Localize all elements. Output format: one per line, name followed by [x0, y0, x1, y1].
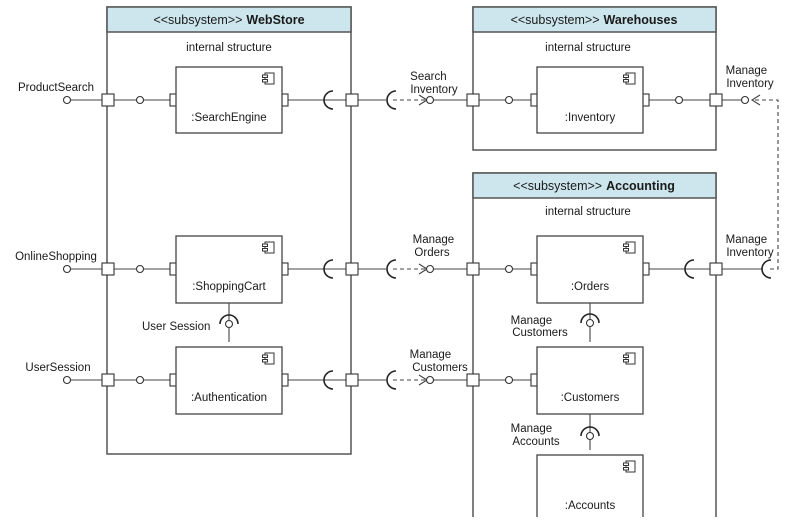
- component-accounts: :Accounts: [536, 454, 644, 522]
- subsystem-stereotype: <<subsystem>>: [513, 179, 602, 193]
- component-label: :ShoppingCart: [192, 281, 266, 293]
- subsystem-name: Warehouses: [604, 13, 678, 27]
- dependency-lines: [393, 94, 779, 386]
- interface-label-manage-accounts: Manage Accounts: [511, 423, 560, 448]
- internal-structure-caption: internal structure: [545, 42, 631, 54]
- component-authentication: :Authentication: [175, 346, 283, 415]
- interface-label-search-inventory: Search Inventory: [410, 71, 458, 96]
- interface-label-manage-orders: Manage Orders: [413, 234, 458, 259]
- component-shopping-cart: :ShoppingCart: [175, 235, 283, 304]
- subsystem-title-webstore: <<subsystem>> WebStore: [153, 13, 304, 27]
- component-label: :Accounts: [565, 500, 616, 512]
- interface-label-manage-inventory-right: Manage Inventory: [726, 234, 774, 259]
- subsystem-title-accounting: <<subsystem>> Accounting: [513, 179, 675, 193]
- component-label: :Orders: [571, 281, 610, 293]
- interface-label-user-session: UserSession: [25, 362, 90, 374]
- interface-label-user-session-internal: User Session: [142, 321, 210, 333]
- component-label: :Authentication: [191, 392, 267, 404]
- subsystem-name: Accounting: [606, 179, 675, 193]
- component-label: :SearchEngine: [191, 112, 266, 124]
- component-search-engine: :SearchEngine: [175, 66, 283, 134]
- internal-structure-caption: internal structure: [186, 42, 272, 54]
- component-customers: :Customers: [536, 346, 644, 415]
- component-inventory: :Inventory: [536, 66, 644, 134]
- interface-label-manage-customers-mid: Manage Customers: [410, 349, 468, 374]
- subsystem-title-warehouses: <<subsystem>> Warehouses: [511, 13, 678, 27]
- internal-structure-caption: internal structure: [545, 206, 631, 218]
- subsystem-stereotype: <<subsystem>>: [511, 13, 600, 27]
- interface-label-manage-inventory-top: Manage Inventory: [726, 65, 774, 90]
- subsystem-stereotype: <<subsystem>>: [153, 13, 242, 27]
- component-orders: :Orders: [536, 235, 644, 304]
- component-label: :Inventory: [565, 112, 616, 124]
- interface-label-product-search: ProductSearch: [18, 82, 94, 94]
- required-sockets: [219, 90, 772, 437]
- interface-label-manage-customers-acc: Manage Customers: [511, 315, 568, 339]
- component-label: :Customers: [561, 392, 620, 404]
- provided-interfaces: [62, 95, 750, 441]
- subsystem-name: WebStore: [246, 13, 304, 27]
- interface-label-online-shopping: OnlineShopping: [15, 251, 97, 263]
